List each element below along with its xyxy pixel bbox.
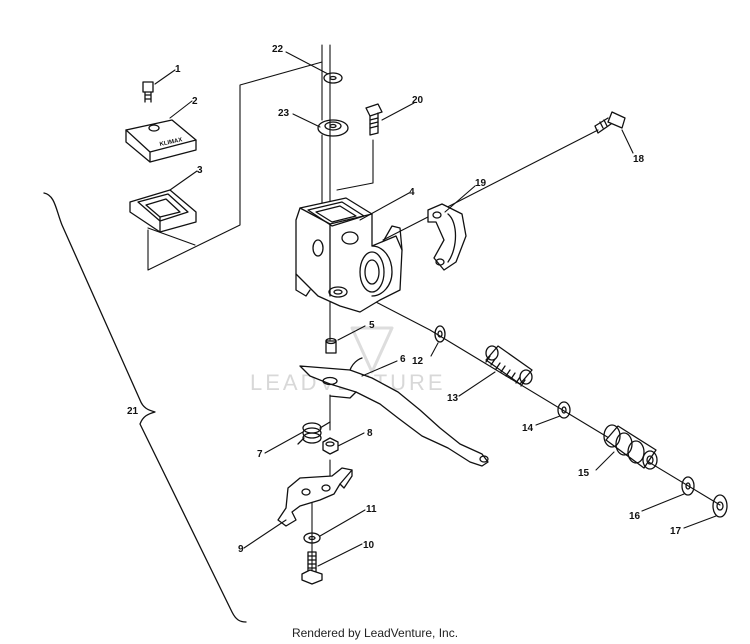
bolt-part-10 bbox=[301, 551, 323, 585]
bolt-part-20 bbox=[365, 103, 383, 136]
callout-22: 22 bbox=[272, 44, 284, 55]
washer-part-14 bbox=[557, 401, 571, 419]
brake-lever-part-6 bbox=[299, 357, 489, 467]
callout-4: 4 bbox=[409, 187, 415, 198]
washer-part-23 bbox=[317, 119, 349, 137]
callout-10: 10 bbox=[363, 540, 375, 551]
callout-18: 18 bbox=[633, 154, 645, 165]
callout-17: 17 bbox=[670, 526, 682, 537]
callout-labels: 1 2 3 4 5 6 7 8 9 10 11 12 13 14 15 16 1… bbox=[127, 44, 682, 555]
callout-6: 6 bbox=[400, 354, 406, 365]
callout-9: 9 bbox=[238, 544, 244, 555]
callout-23: 23 bbox=[278, 108, 290, 119]
bushing-part-15 bbox=[603, 424, 658, 470]
callout-13: 13 bbox=[447, 393, 459, 404]
linkage-plate-part-9 bbox=[277, 467, 353, 527]
callout-leaders bbox=[154, 51, 717, 567]
bolt-part-18 bbox=[594, 111, 626, 134]
compression-spring-part-13 bbox=[485, 345, 533, 387]
callout-1: 1 bbox=[175, 64, 181, 75]
assembly-guide-lines bbox=[147, 44, 721, 576]
callout-16: 16 bbox=[629, 511, 641, 522]
washer-part-12 bbox=[434, 325, 446, 343]
reservoir-cover-part-2: KLIMAX bbox=[125, 119, 197, 163]
footer-credit: Rendered by LeadVenture, Inc. bbox=[291, 626, 459, 640]
callout-19: 19 bbox=[475, 178, 487, 189]
callout-21: 21 bbox=[127, 406, 139, 417]
callout-7: 7 bbox=[257, 449, 263, 460]
master-cylinder-body-part-4 bbox=[295, 197, 403, 313]
diaphragm-part-3 bbox=[129, 189, 197, 233]
clamp-part-19 bbox=[427, 203, 467, 271]
callout-15: 15 bbox=[578, 468, 590, 479]
torsion-spring-part-7 bbox=[297, 421, 331, 445]
callout-8: 8 bbox=[367, 428, 373, 439]
svg-text:KLIMAX: KLIMAX bbox=[159, 137, 183, 148]
callout-3: 3 bbox=[197, 165, 203, 176]
pin-part-5 bbox=[325, 337, 337, 354]
washer-part-11 bbox=[303, 532, 321, 544]
callout-14: 14 bbox=[522, 423, 534, 434]
callout-12: 12 bbox=[412, 356, 424, 367]
washer-part-22 bbox=[323, 72, 343, 84]
callout-5: 5 bbox=[369, 320, 375, 331]
assembly-bracket-21 bbox=[43, 192, 247, 623]
callout-11: 11 bbox=[366, 504, 377, 515]
callout-20: 20 bbox=[412, 95, 424, 106]
washer-part-17 bbox=[712, 494, 728, 518]
callout-2: 2 bbox=[192, 96, 198, 107]
cover-screw-part-1 bbox=[142, 81, 154, 103]
nut-part-8 bbox=[322, 437, 339, 455]
washer-part-16 bbox=[681, 476, 695, 496]
